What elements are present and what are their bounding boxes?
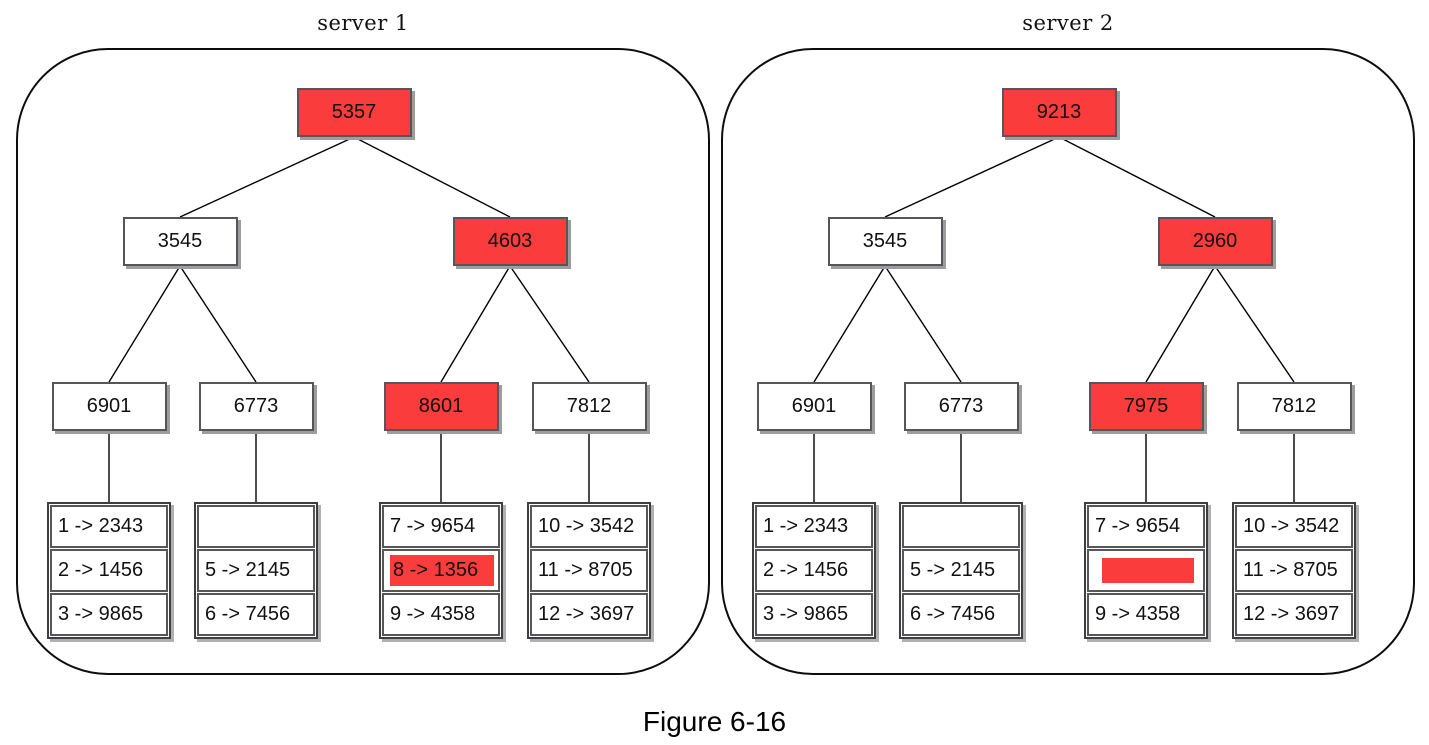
tree-node-9213: 9213 bbox=[1001, 88, 1117, 137]
tree-edge bbox=[353, 136, 511, 218]
table-row: 10 -> 3542 bbox=[1235, 505, 1353, 548]
table-row bbox=[1087, 549, 1205, 592]
table-row: 3 -> 9865 bbox=[50, 593, 168, 636]
table-row: 1 -> 2343 bbox=[755, 505, 873, 548]
tree-edge bbox=[179, 136, 355, 218]
table-row: 5 -> 2145 bbox=[197, 549, 315, 592]
table-row: 7 -> 9654 bbox=[1087, 505, 1205, 548]
tree-node-7975: 7975 bbox=[1088, 382, 1204, 431]
table-row: 6 -> 7456 bbox=[902, 593, 1020, 636]
tree-node-3545: 3545 bbox=[827, 217, 943, 266]
tree-edge bbox=[179, 265, 257, 383]
tree-node-6901: 6901 bbox=[51, 382, 167, 431]
tree-edge bbox=[1058, 136, 1216, 218]
tree-edges bbox=[108, 136, 590, 502]
table-row: 12 -> 3697 bbox=[1235, 593, 1353, 636]
figure-caption: Figure 6-16 bbox=[642, 706, 787, 737]
tree-edge bbox=[884, 136, 1060, 218]
tree-edge bbox=[884, 265, 962, 383]
tree-edges bbox=[813, 136, 1295, 502]
table-row: 7 -> 9654 bbox=[382, 505, 500, 548]
table-row: 12 -> 3697 bbox=[530, 593, 648, 636]
tree-node-4603: 4603 bbox=[452, 217, 568, 266]
table-row: 6 -> 7456 bbox=[197, 593, 315, 636]
table-row: 11 -> 8705 bbox=[530, 549, 648, 592]
server-1-title: server 1 bbox=[317, 11, 409, 35]
tree-node-7812: 7812 bbox=[531, 382, 647, 431]
tree-edge bbox=[440, 265, 511, 383]
missing-entry-highlight bbox=[1102, 558, 1194, 583]
changed-entry-highlight: 8 -> 1356 bbox=[390, 555, 495, 586]
table-row: 10 -> 3542 bbox=[530, 505, 648, 548]
tree-edge bbox=[813, 265, 886, 383]
tree-edge bbox=[1145, 265, 1216, 383]
tree-node-2960: 2960 bbox=[1157, 217, 1273, 266]
table-row: 5 -> 2145 bbox=[902, 549, 1020, 592]
table-row bbox=[902, 505, 1020, 548]
tree-node-5357: 5357 bbox=[296, 88, 412, 137]
tree-edge bbox=[1214, 265, 1295, 383]
table-row: 9 -> 4358 bbox=[382, 593, 500, 636]
table-row bbox=[197, 505, 315, 548]
table-row: 2 -> 1456 bbox=[755, 549, 873, 592]
table-row: 3 -> 9865 bbox=[755, 593, 873, 636]
tree-edge bbox=[108, 265, 181, 383]
hash-range-table: 7 -> 9654 8 -> 1356 9 -> 4358 bbox=[379, 502, 503, 639]
tree-node-8601: 8601 bbox=[383, 382, 499, 431]
table-row: 2 -> 1456 bbox=[50, 549, 168, 592]
table-row: 8 -> 1356 bbox=[382, 549, 500, 592]
table-row: 9 -> 4358 bbox=[1087, 593, 1205, 636]
tree-edge bbox=[509, 265, 590, 383]
table-row: 1 -> 2343 bbox=[50, 505, 168, 548]
server-2-title: server 2 bbox=[1022, 11, 1114, 35]
hash-range-table: 7 -> 9654 9 -> 4358 bbox=[1084, 502, 1208, 639]
tree-node-7812: 7812 bbox=[1236, 382, 1352, 431]
tree-node-3545: 3545 bbox=[122, 217, 238, 266]
tree-node-6901: 6901 bbox=[756, 382, 872, 431]
tree-node-6773: 6773 bbox=[903, 382, 1019, 431]
table-row: 11 -> 8705 bbox=[1235, 549, 1353, 592]
tree-node-6773: 6773 bbox=[198, 382, 314, 431]
